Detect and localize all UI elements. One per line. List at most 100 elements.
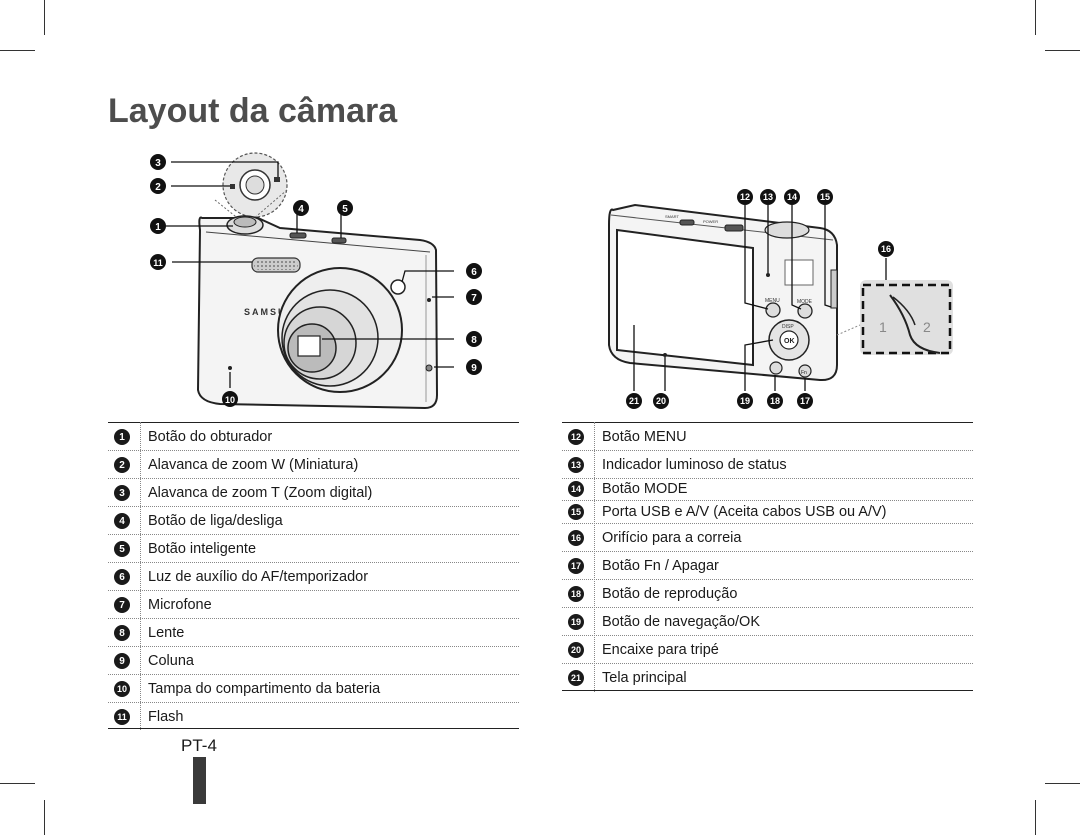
legend-number: 5 — [114, 541, 130, 557]
callout-14: 14 — [787, 192, 797, 202]
legend-text: Luz de auxílio do AF/temporizador — [148, 569, 369, 585]
legend-number: 20 — [568, 642, 584, 658]
legend-number: 6 — [114, 569, 130, 585]
callout-17: 17 — [800, 396, 810, 406]
legend-row: 16 Orifício para a correia — [562, 524, 741, 552]
legend-number: 21 — [568, 670, 584, 686]
legend-row: 5 Botão inteligente — [108, 535, 256, 563]
crop-mark — [1045, 50, 1080, 51]
legend-text: Alavanca de zoom W (Miniatura) — [148, 457, 359, 473]
legend-number: 15 — [568, 504, 584, 520]
legend-row: 12 Botão MENU — [562, 423, 687, 451]
legend-number: 19 — [568, 614, 584, 630]
strap-step-2: 2 — [923, 319, 931, 335]
legend-text: Encaixe para tripé — [602, 642, 719, 658]
callout-21: 21 — [629, 396, 639, 406]
legend-row: 17 Botão Fn / Apagar — [562, 552, 719, 580]
legend-row: 8 Lente — [108, 619, 184, 647]
crop-mark — [1045, 783, 1080, 784]
legend-number: 12 — [568, 429, 584, 445]
menu-label: MENU — [765, 298, 780, 304]
legend-number: 3 — [114, 485, 130, 501]
crop-mark — [44, 800, 45, 835]
legend-row: 6 Luz de auxílio do AF/temporizador — [108, 563, 368, 591]
mode-label: MODE — [797, 299, 813, 305]
legend-number: 10 — [114, 681, 130, 697]
legend-row: 15 Porta USB e A/V (Aceita cabos USB ou A… — [562, 500, 887, 524]
legend-text: Orifício para a correia — [602, 530, 742, 546]
callout-4: 4 — [298, 204, 304, 215]
fn-label: Fn — [801, 370, 807, 376]
legend-text: Coluna — [148, 653, 194, 669]
legend-text: Tela principal — [602, 670, 687, 686]
legend-text: Botão de navegação/OK — [602, 614, 761, 630]
smart-label: SMART — [665, 214, 679, 219]
callout-8: 8 — [471, 335, 477, 346]
disp-label: DISP — [782, 324, 794, 330]
callout-3: 3 — [155, 158, 161, 169]
callout-9: 9 — [471, 363, 477, 374]
callout-10: 10 — [225, 395, 235, 405]
legend-text: Microfone — [148, 597, 212, 613]
column-divider — [594, 422, 595, 692]
legend-row: 19 Botão de navegação/OK — [562, 608, 760, 636]
legend-table-left: 1 Botão do obturador 2 Alavanca de zoom W … — [108, 422, 519, 730]
callout-19: 19 — [740, 396, 750, 406]
legend-row: 10 Tampa do compartimento da bateria — [108, 675, 380, 703]
brand-text: SAMSUNG — [244, 307, 304, 317]
legend-number: 1 — [114, 429, 130, 445]
callout-12: 12 — [740, 192, 750, 202]
legend-row: 2 Alavanca de zoom W (Miniatura) — [108, 451, 358, 479]
legend-text: Botão do obturador — [148, 429, 273, 445]
callout-5: 5 — [342, 204, 348, 215]
legend-text: Alavanca de zoom T (Zoom digital) — [148, 485, 373, 501]
table-bottom-rule — [562, 690, 973, 691]
legend-number: 8 — [114, 625, 130, 641]
crop-mark — [0, 783, 35, 784]
power-label: POWER — [703, 219, 718, 224]
legend-number: 14 — [568, 481, 584, 497]
callout-11: 11 — [153, 258, 163, 268]
legend-text: Botão inteligente — [148, 541, 257, 557]
callout-6: 6 — [471, 267, 477, 278]
legend-row: 21 Tela principal — [562, 664, 687, 692]
legend-text: Tampa do compartimento da bateria — [148, 681, 381, 697]
legend-row: 4 Botão de liga/desliga — [108, 507, 283, 535]
legend-number: 4 — [114, 513, 130, 529]
camera-back-illustration: SMART POWER MENU MODE DISP OK Fn 1 2 12 … — [608, 189, 953, 409]
crop-mark — [1035, 800, 1036, 835]
legend-text: Botão Fn / Apagar — [602, 558, 719, 574]
legend-number: 2 — [114, 457, 130, 473]
legend-text: Lente — [148, 625, 185, 641]
strap-step-1: 1 — [879, 319, 887, 335]
legend-text: Porta USB e A/V (Aceita cabos USB ou A/V… — [602, 504, 887, 520]
legend-number: 7 — [114, 597, 130, 613]
legend-text: Flash — [148, 709, 184, 725]
ok-label: OK — [784, 338, 795, 345]
callout-20: 20 — [656, 396, 666, 406]
table-bottom-rule — [108, 728, 519, 729]
table-top-rule — [562, 422, 973, 423]
legend-number: 16 — [568, 530, 584, 546]
crop-mark — [44, 0, 45, 35]
callout-1: 1 — [155, 222, 161, 233]
crop-mark — [0, 50, 35, 51]
page-number: PT-4 — [181, 736, 217, 755]
legend-row: 20 Encaixe para tripé — [562, 636, 719, 664]
callout-16: 16 — [881, 244, 891, 254]
legend-text: Botão de liga/desliga — [148, 513, 283, 529]
legend-number: 17 — [568, 558, 584, 574]
callout-18: 18 — [770, 396, 780, 406]
legend-number: 13 — [568, 457, 584, 473]
legend-row: 3 Alavanca de zoom T (Zoom digital) — [108, 479, 372, 507]
legend-text: Botão de reprodução — [602, 586, 738, 602]
page-title: Layout da câmara — [108, 92, 398, 130]
callout-15: 15 — [820, 192, 830, 202]
legend-text: Botão MENU — [602, 429, 687, 445]
